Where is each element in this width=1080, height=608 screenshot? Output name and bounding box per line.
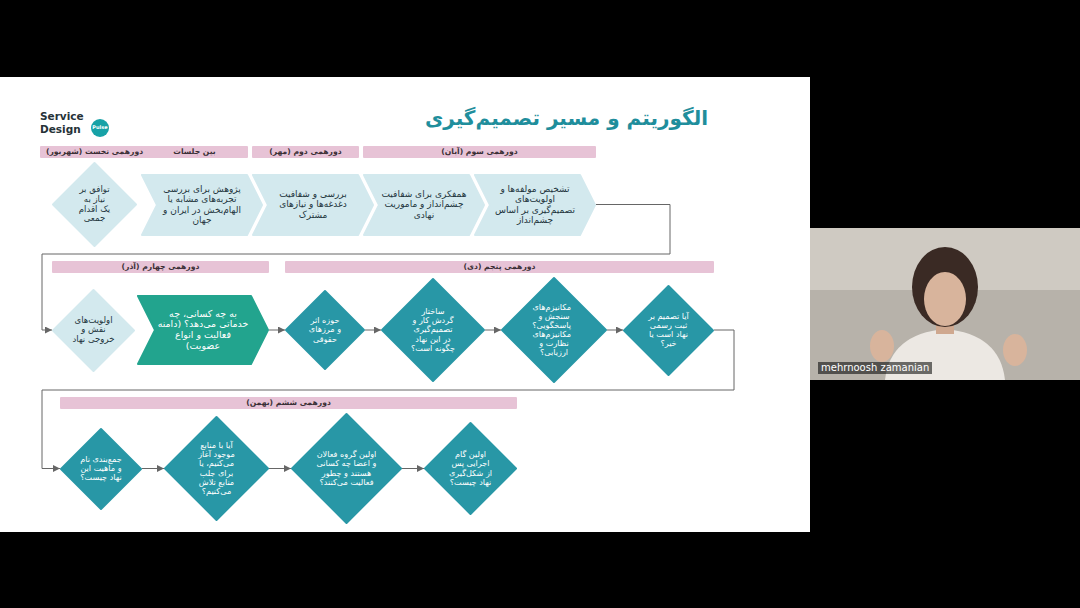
node-text: بررسی و شفافیت دغدغه‌ها و نیازهای مشترک xyxy=(270,189,356,219)
decision-diamond: مکانیزم‌های سنجش و پاسخگویی؟ مکانیزم‌های… xyxy=(501,277,607,383)
flow-connector xyxy=(402,468,424,469)
shape-fill xyxy=(138,296,268,364)
shape-fill xyxy=(425,423,516,514)
logo-text: Service xyxy=(40,110,84,122)
participant-name: mehrnoosh zamanian xyxy=(818,362,932,374)
session-band: دورهمی دوم (مهر) xyxy=(252,146,359,158)
node-text: تشخیص مولفه‌ها و اولویت‌های تصمیم‌گیری ب… xyxy=(492,184,578,224)
step-chevron: همفکری برای شفافیت چشم‌انداز و ماموریت ن… xyxy=(363,174,485,236)
node-text: همفکری برای شفافیت چشم‌انداز و ماموریت ن… xyxy=(381,189,467,219)
node-text: دورهمی دوم (مهر) xyxy=(269,148,341,157)
shape-fill xyxy=(475,175,595,235)
webcam-background xyxy=(810,228,1080,380)
node-text: آیا با منابع موجود آغاز می‌کنیم، یا برای… xyxy=(198,441,236,495)
shape-fill xyxy=(53,163,136,246)
session-band: دورهمی نخست (شهریور) xyxy=(40,146,150,158)
node-text: مکانیزم‌های سنجش و پاسخگویی؟ مکانیزم‌های… xyxy=(537,303,571,357)
session-band: دورهمی سوم (آبان) xyxy=(363,146,596,158)
decision-diamond: آیا تصمیم بر ثبت رسمی نهاد است یا خیر؟ xyxy=(623,285,714,376)
flow-connector xyxy=(607,330,623,331)
logo-badge-text: Pulse xyxy=(92,125,107,131)
node-text: اولین گام اجرایی پس از شکل‌گیری نهاد چیس… xyxy=(449,450,493,486)
person-hand xyxy=(870,330,894,362)
step-diamond: اولویت‌های نقش و خروجی نهاد xyxy=(52,289,135,372)
node-text: اولویت‌های نقش و خروجی نهاد xyxy=(73,316,115,345)
node-text: اولین گروه فعالان و اعضا چه کسانی هستند … xyxy=(316,450,378,486)
shape-fill xyxy=(286,291,364,369)
flow-connector xyxy=(269,468,291,469)
shape-fill xyxy=(253,175,373,235)
shape-fill xyxy=(165,417,268,520)
decision-diamond: جمع‌بندی نام و ماهیت این نهاد چیست؟ xyxy=(60,428,142,510)
flow-connector xyxy=(142,468,164,469)
shape-fill xyxy=(61,429,141,509)
shape-fill xyxy=(286,262,713,272)
node-text: دورهمی نخست (شهریور) xyxy=(46,148,143,157)
person-face xyxy=(924,272,966,326)
session-band: دورهمی چهارم (آذر) xyxy=(52,261,269,273)
node-text: پژوهش برای بررسی تجربه‌های مشابه یا الها… xyxy=(159,184,245,224)
flow-connector xyxy=(269,330,285,331)
decision-diamond: اولین گروه فعالان و اعضا چه کسانی هستند … xyxy=(291,413,402,524)
step-chevron: تشخیص مولفه‌ها و اولویت‌های تصمیم‌گیری ب… xyxy=(474,174,596,236)
shape-fill xyxy=(41,147,149,157)
slide-title: الگوریتم و مسیر تصمیم‌گیری xyxy=(425,106,708,130)
session-band: دورهمی پنجم (دی) xyxy=(285,261,714,273)
node-text: دورهمی ششم (بهمن) xyxy=(246,399,331,408)
shape-fill xyxy=(253,147,358,157)
node-text: بین جلسات xyxy=(173,148,215,157)
node-text: دورهمی سوم (آبان) xyxy=(441,148,517,157)
shape-fill xyxy=(364,175,484,235)
shape-fill xyxy=(502,278,606,382)
decision-diamond: اولین گام اجرایی پس از شکل‌گیری نهاد چیس… xyxy=(424,422,517,515)
node-text: توافق بر نیاز به یک اقدام جمعی xyxy=(78,185,112,223)
node-text: جمع‌بندی نام و ماهیت این نهاد چیست؟ xyxy=(80,455,122,482)
node-text: حوزه اثر و مرزهای حقوقی xyxy=(308,316,342,343)
step-chevron: به چه کسانی، چه خدماتی می‌دهد؟ (دامنه فع… xyxy=(137,295,269,365)
person-hair xyxy=(912,247,978,327)
decision-diamond: آیا با منابع موجود آغاز می‌کنیم، یا برای… xyxy=(164,416,269,521)
step-chevron: پژوهش برای بررسی تجربه‌های مشابه یا الها… xyxy=(141,174,263,236)
logo-circle xyxy=(91,119,109,137)
shape-fill xyxy=(382,279,484,381)
session-band: دورهمی ششم (بهمن) xyxy=(60,397,517,409)
node-text: دورهمی چهارم (آذر) xyxy=(122,263,200,272)
step-chevron: بررسی و شفافیت دغدغه‌ها و نیازهای مشترک xyxy=(252,174,374,236)
shape-fill xyxy=(292,414,401,523)
shape-fill xyxy=(53,262,268,272)
node-text: ساختار گردش کار و تصمیم‌گیری در این نهاد… xyxy=(410,307,456,352)
step-diamond: توافق بر نیاز به یک اقدام جمعی xyxy=(52,162,137,247)
decision-diamond: حوزه اثر و مرزهای حقوقی xyxy=(285,290,365,370)
flow-connector xyxy=(365,330,381,331)
shape-fill xyxy=(142,175,262,235)
session-band: بین جلسات xyxy=(141,146,248,158)
shape-fill xyxy=(53,290,134,371)
shape-fill xyxy=(624,286,713,375)
decision-diamond: ساختار گردش کار و تصمیم‌گیری در این نهاد… xyxy=(381,278,485,382)
flow-connector xyxy=(485,330,501,331)
node-text: به چه کسانی، چه خدماتی می‌دهد؟ (دامنه فع… xyxy=(157,309,249,351)
shape-fill xyxy=(61,398,516,408)
node-text: آیا تصمیم بر ثبت رسمی نهاد است یا خیر؟ xyxy=(648,312,690,348)
shape-fill xyxy=(142,147,247,157)
node-text: دورهمی پنجم (دی) xyxy=(464,263,536,272)
person-hand xyxy=(1003,334,1027,366)
shape-fill xyxy=(364,147,595,157)
logo-text: Design xyxy=(40,123,81,135)
